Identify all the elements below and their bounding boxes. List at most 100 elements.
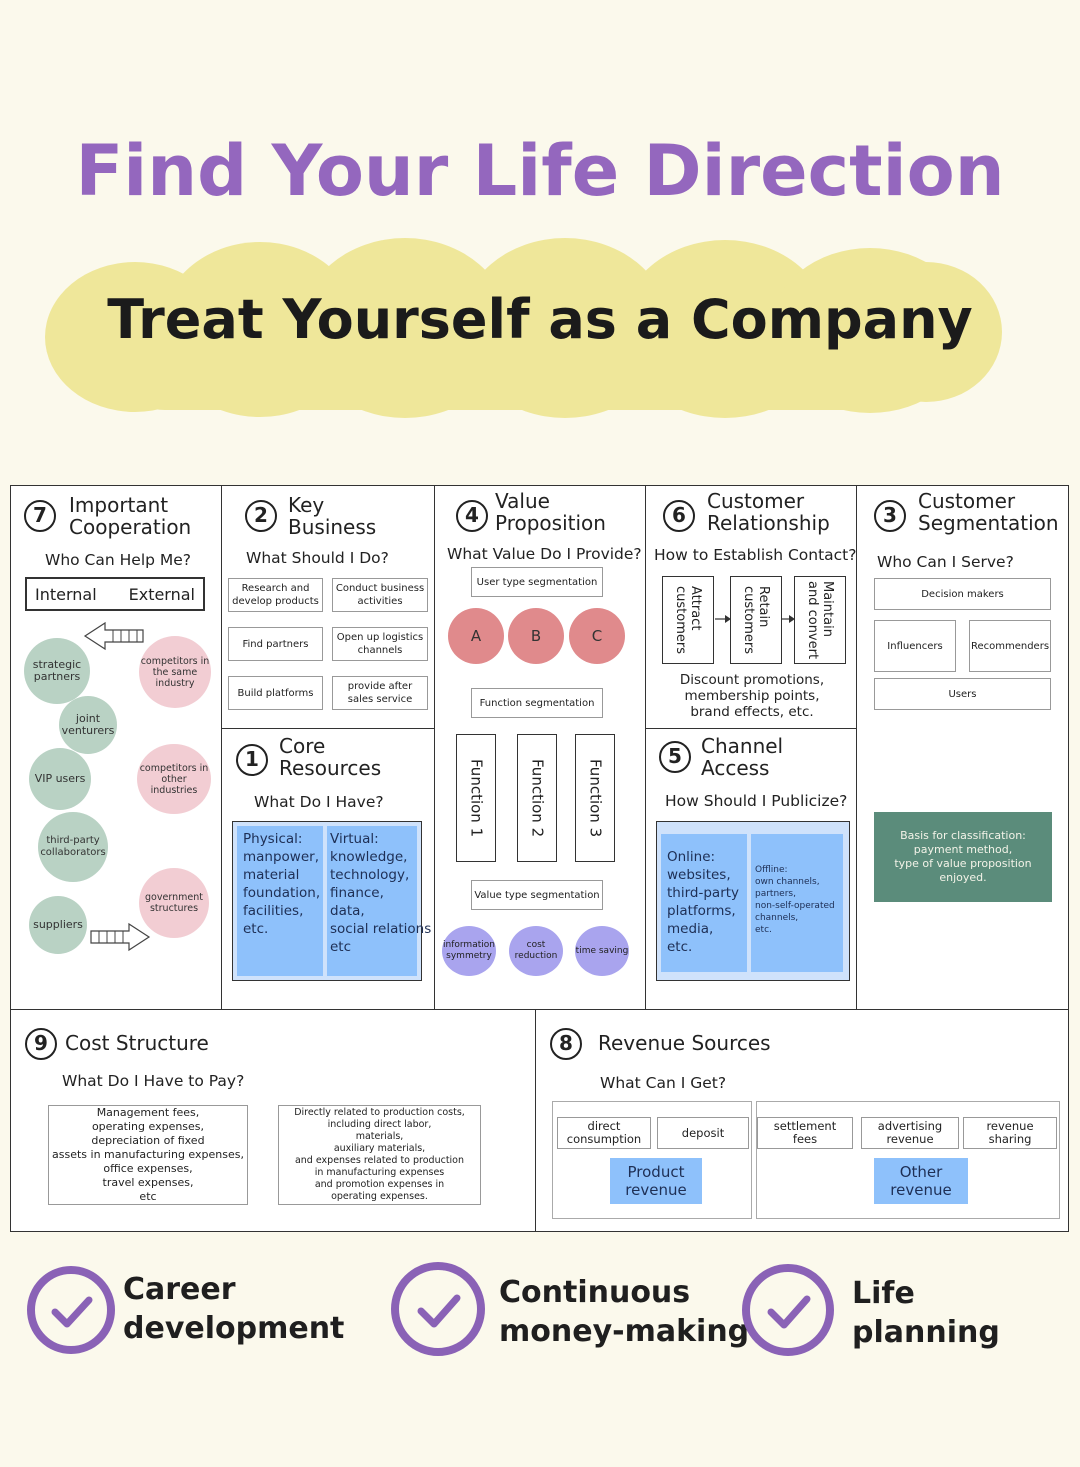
revenue-item: direct consumption	[557, 1117, 651, 1149]
virtual-resources: Virtual: knowledge, technology, finance,…	[327, 826, 431, 976]
arrow-right-icon	[781, 615, 795, 623]
section-number: 8	[550, 1028, 582, 1060]
business-item: Build platforms	[228, 676, 323, 710]
section-number: 7	[24, 500, 56, 532]
function-segmentation-label: Function segmentation	[471, 688, 603, 718]
user-type-circle: A	[448, 608, 504, 664]
online-channels: Online: websites, third-party platforms,…	[661, 834, 747, 972]
panel-customer-relationship: 6 Customer Relationship How to Establish…	[645, 485, 857, 729]
footer-item-label: Continuous money-making	[499, 1275, 750, 1349]
section-number: 9	[25, 1028, 57, 1060]
relationship-stage: Maintain and convert	[794, 576, 846, 664]
revenue-item: deposit	[657, 1117, 749, 1149]
business-item: Research and develop products	[228, 578, 323, 612]
section-title: Value Proposition	[495, 489, 606, 535]
section-number: 6	[663, 500, 695, 532]
other-revenue-group: settlement fees advertising revenue reve…	[756, 1101, 1060, 1219]
footer-item-label: Career development	[123, 1272, 345, 1346]
value-type-circle: information symmetry	[442, 926, 496, 976]
user-type-circle: C	[569, 608, 625, 664]
panel-value-proposition: 4 Value Proposition What Value Do I Prov…	[434, 485, 646, 1010]
business-item: provide after sales service	[332, 676, 428, 710]
business-item: Find partners	[228, 627, 323, 661]
function-box: Function 3	[575, 734, 615, 862]
customer-segment: Influencers	[874, 620, 956, 672]
section-title: Customer Relationship	[707, 489, 830, 535]
user-type-segmentation-label: User type segmentation	[471, 567, 603, 597]
other-revenue-label: Other revenue	[874, 1158, 968, 1204]
check-icon	[391, 1262, 485, 1356]
external-partner-circle: competitors in the same industry	[139, 636, 211, 708]
revenue-item: revenue sharing	[963, 1117, 1057, 1149]
section-question: How Should I Publicize?	[665, 792, 848, 810]
revenue-item: settlement fees	[757, 1117, 853, 1149]
internal-external-header: Internal External	[25, 577, 205, 611]
internal-partner-circle: VIP users	[29, 748, 91, 810]
panel-core-resources: 1 Core Resources What Do I Have? Physica…	[221, 728, 435, 1010]
internal-partner-circle: strategic partners	[24, 638, 90, 704]
business-item: Conduct business activities	[332, 578, 428, 612]
internal-partner-circle: third-party collaborators	[38, 812, 108, 882]
arrow-left-icon	[83, 621, 144, 651]
product-revenue-label: Product revenue	[610, 1158, 702, 1204]
internal-partner-circle: suppliers	[29, 896, 87, 954]
check-icon	[27, 1266, 115, 1354]
section-number: 1	[236, 744, 268, 776]
section-question: What Can I Get?	[600, 1074, 727, 1092]
external-partner-circle: government structures	[139, 868, 209, 938]
variable-costs: Directly related to production costs, in…	[278, 1105, 481, 1205]
section-number: 5	[659, 741, 691, 773]
section-title: Customer Segmentation	[918, 489, 1059, 535]
classification-basis: Basis for classification: payment method…	[874, 812, 1052, 902]
fixed-costs: Management fees, operating expenses, dep…	[48, 1105, 248, 1205]
function-box: Function 2	[517, 734, 557, 862]
product-revenue-group: direct consumption deposit Product reven…	[552, 1101, 752, 1219]
customer-segment: Users	[874, 678, 1051, 710]
section-number: 2	[245, 500, 277, 532]
physical-resources: Physical: manpower, material foundation,…	[237, 826, 323, 976]
section-question: What Do I Have?	[254, 793, 384, 811]
panel-cost-structure: 9 Cost Structure What Do I Have to Pay? …	[10, 1009, 536, 1232]
internal-partner-circle: joint venturers	[59, 696, 117, 754]
section-title: Channel Access	[701, 734, 784, 780]
customer-segment: Decision makers	[874, 578, 1051, 610]
page-title: Find Your Life Direction	[75, 130, 1005, 212]
external-partner-circle: competitors in other industries	[137, 744, 211, 814]
section-title: Core Resources	[279, 734, 382, 780]
check-icon	[742, 1264, 834, 1356]
footer-item-label: Life planning	[852, 1276, 1000, 1350]
section-question: Who Can Help Me?	[45, 551, 192, 569]
business-item: Open up logistics channels	[332, 627, 428, 661]
revenue-item: advertising revenue	[861, 1117, 959, 1149]
section-question: Who Can I Serve?	[877, 553, 1014, 571]
relationship-stage: Retain customers	[730, 576, 782, 664]
section-question: What Value Do I Provide?	[447, 545, 642, 563]
panel-customer-segmentation: 3 Customer Segmentation Who Can I Serve?…	[856, 485, 1069, 1010]
panel-revenue-sources: 8 Revenue Sources What Can I Get? direct…	[535, 1009, 1069, 1232]
section-title: Cost Structure	[65, 1031, 209, 1055]
function-box: Function 1	[456, 734, 496, 862]
value-type-circle: cost reduction	[509, 926, 563, 976]
section-question: How to Establish Contact?	[654, 546, 857, 564]
section-question: What Should I Do?	[246, 549, 389, 567]
arrow-right-icon	[715, 615, 731, 623]
section-number: 4	[456, 500, 488, 532]
section-title: Important Cooperation	[69, 493, 192, 539]
user-type-circle: B	[508, 608, 564, 664]
value-type-circle: time saving	[575, 926, 629, 976]
channels-frame: Online: websites, third-party platforms,…	[656, 821, 850, 981]
relationship-stage: Attract customers	[662, 576, 714, 664]
customer-segment: Recommenders	[969, 620, 1051, 672]
section-question: What Do I Have to Pay?	[62, 1072, 245, 1090]
section-title: Key Business	[288, 493, 377, 539]
panel-key-business: 2 Key Business What Should I Do? Researc…	[221, 485, 435, 729]
external-label: External	[128, 584, 195, 604]
section-title: Revenue Sources	[598, 1031, 771, 1055]
panel-channel-access: 5 Channel Access How Should I Publicize?…	[645, 728, 857, 1010]
internal-label: Internal	[35, 584, 97, 604]
relationship-methods: Discount promotions, membership points, …	[679, 672, 825, 720]
arrow-right-icon	[90, 922, 151, 952]
page-subtitle: Treat Yourself as a Company	[107, 288, 973, 351]
section-number: 3	[874, 500, 906, 532]
offline-channels: Offline: own channels, partners, non-sel…	[751, 834, 843, 972]
